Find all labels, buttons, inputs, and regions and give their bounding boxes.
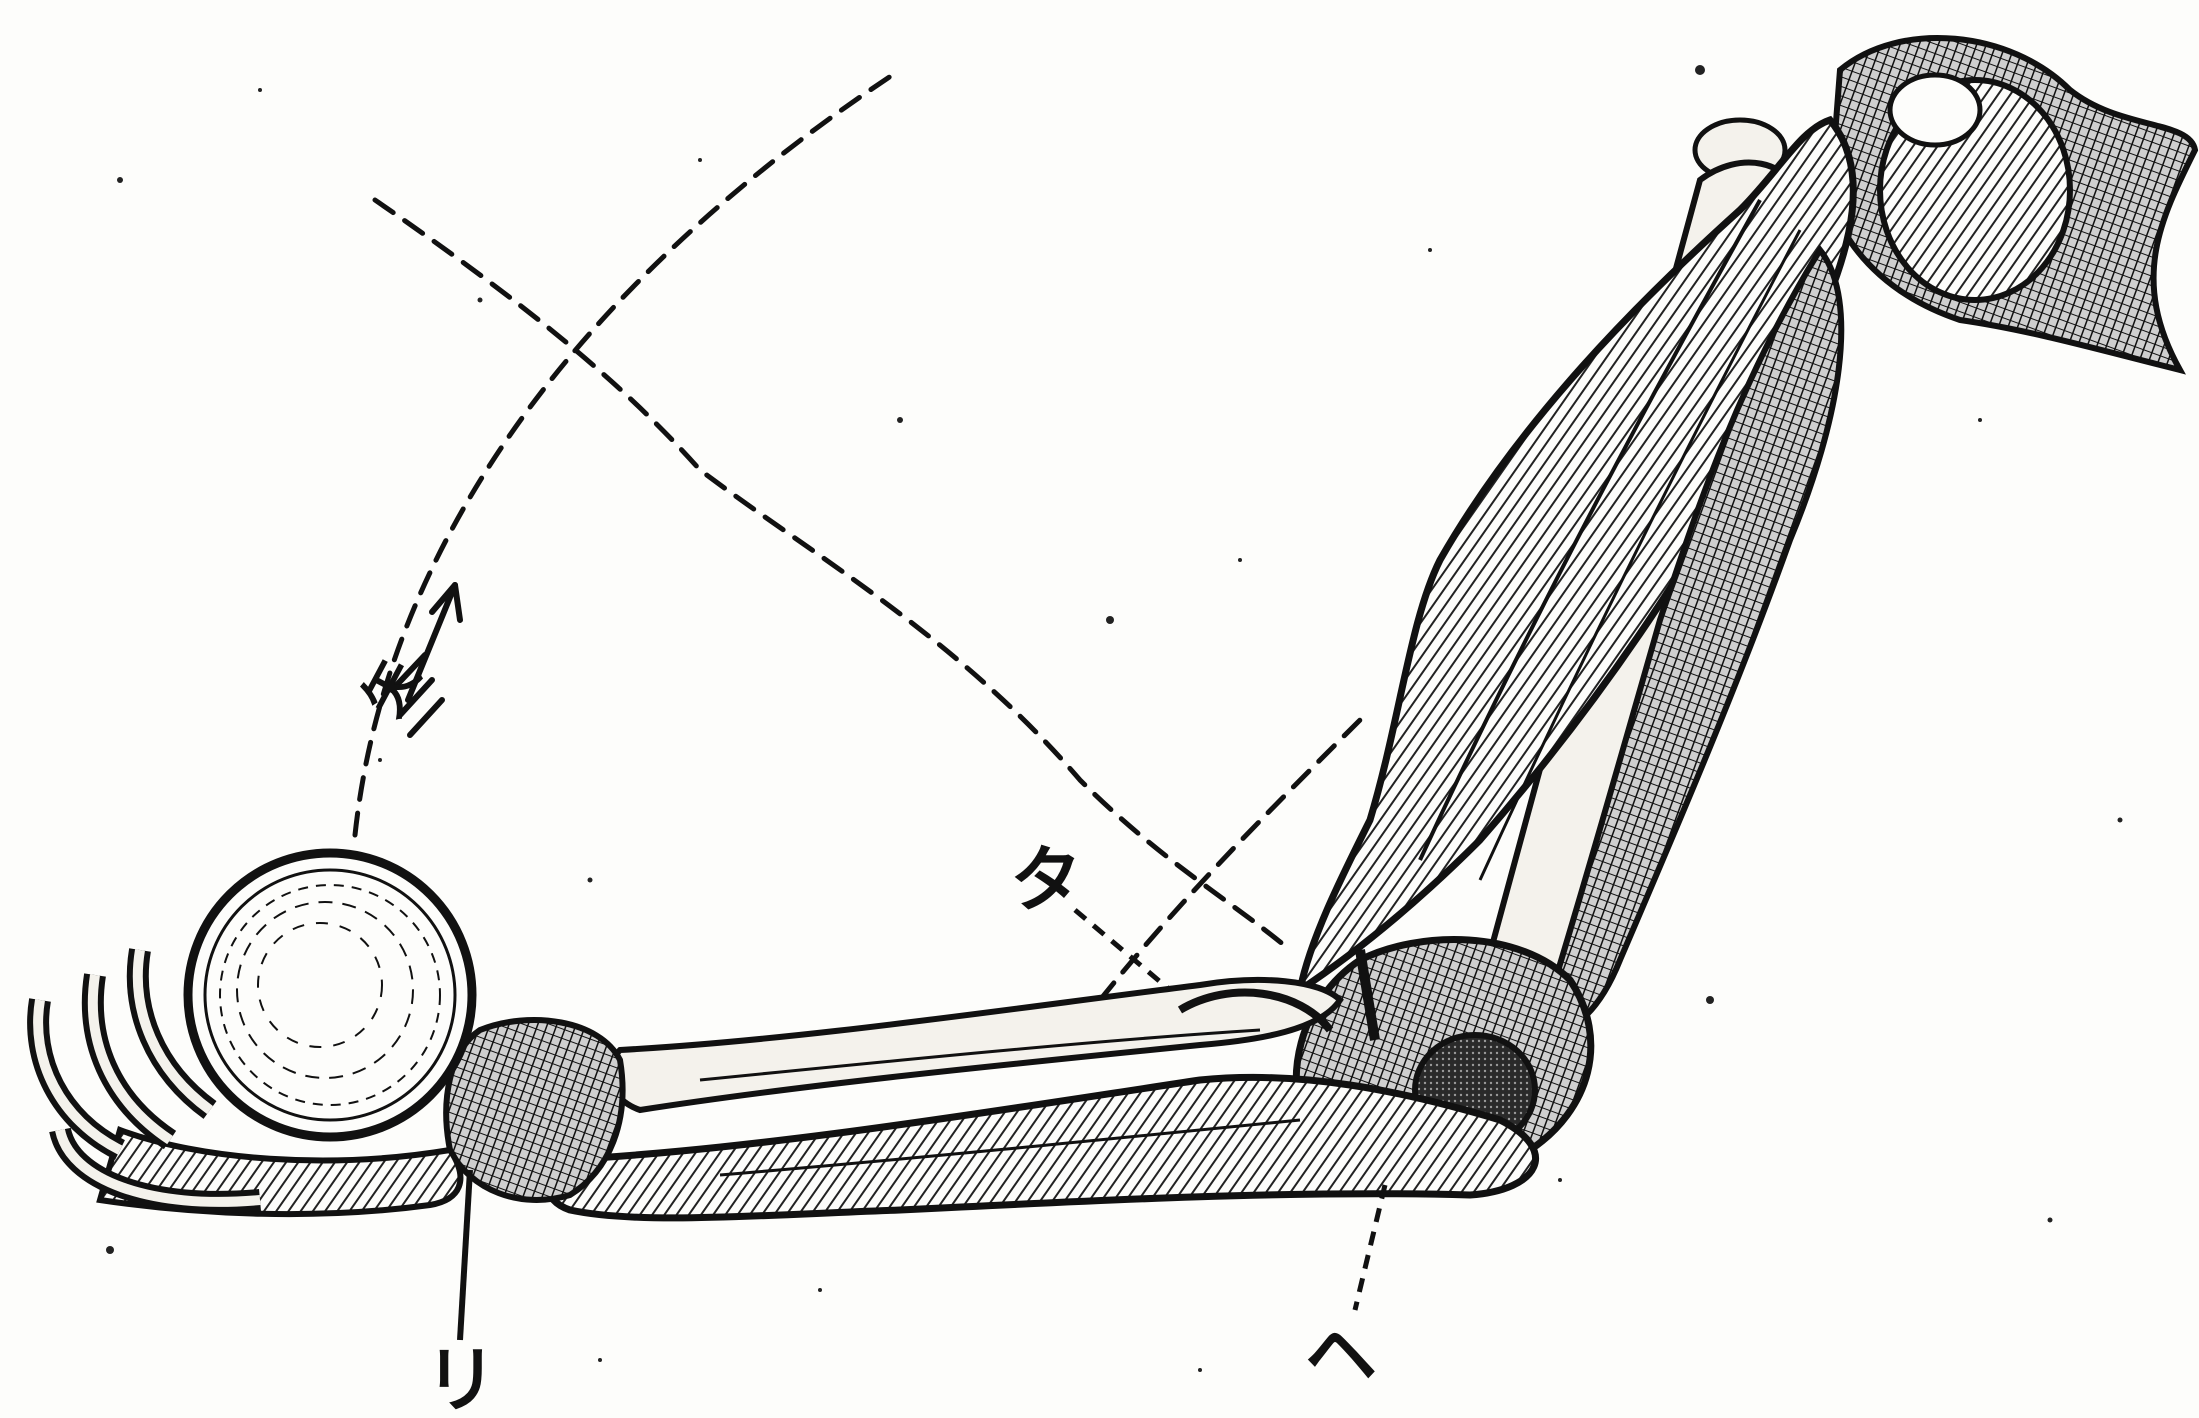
ball — [188, 853, 472, 1137]
force-line-dashed — [375, 200, 1290, 950]
motion-arc-dashed — [355, 70, 900, 835]
label-he: ヘ — [1305, 1312, 1377, 1397]
label-ri: リ — [425, 1337, 497, 1418]
label-ta: タ — [1010, 837, 1082, 922]
upper-arm — [1300, 120, 1853, 1032]
